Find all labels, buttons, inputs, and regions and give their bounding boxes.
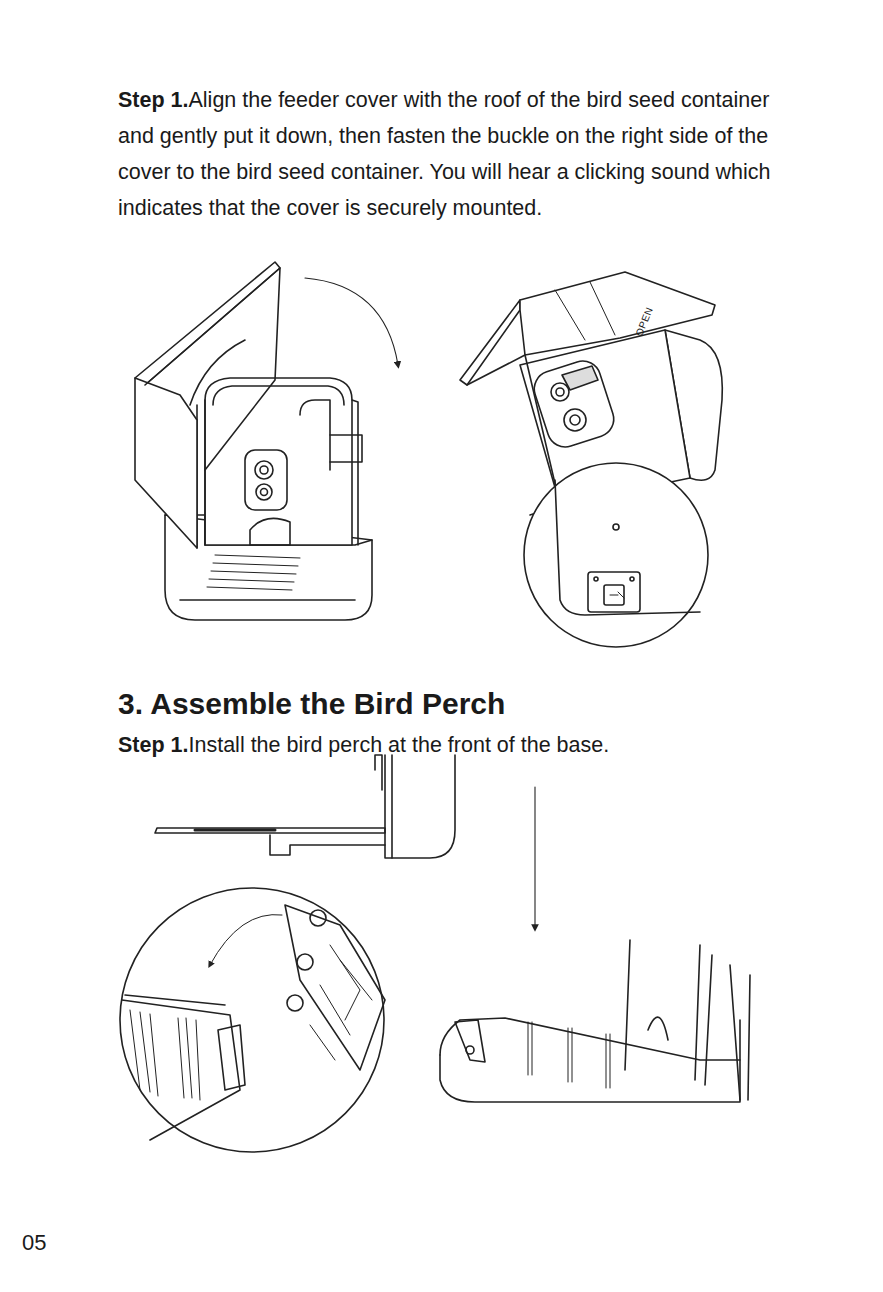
section-heading: 3. Assemble the Bird Perch: [118, 686, 505, 722]
open-feeder-figure: [135, 262, 398, 620]
page-number: 05: [22, 1230, 46, 1256]
assembled-feeder-figure: [460, 272, 722, 647]
instruction-text: Install the bird perch at the front of t…: [189, 733, 610, 757]
step-label: Step 1.: [118, 733, 189, 757]
step-label: Step 1.: [118, 88, 189, 112]
base-with-perch: [440, 940, 750, 1102]
instruction-text: Align the feeder cover with the roof of …: [118, 88, 771, 220]
paragraph: Step 1.Align the feeder cover with the r…: [118, 82, 783, 226]
paragraph: Step 1.Install the bird perch at the fro…: [118, 727, 783, 763]
perch-zoom-detail: [120, 888, 385, 1152]
